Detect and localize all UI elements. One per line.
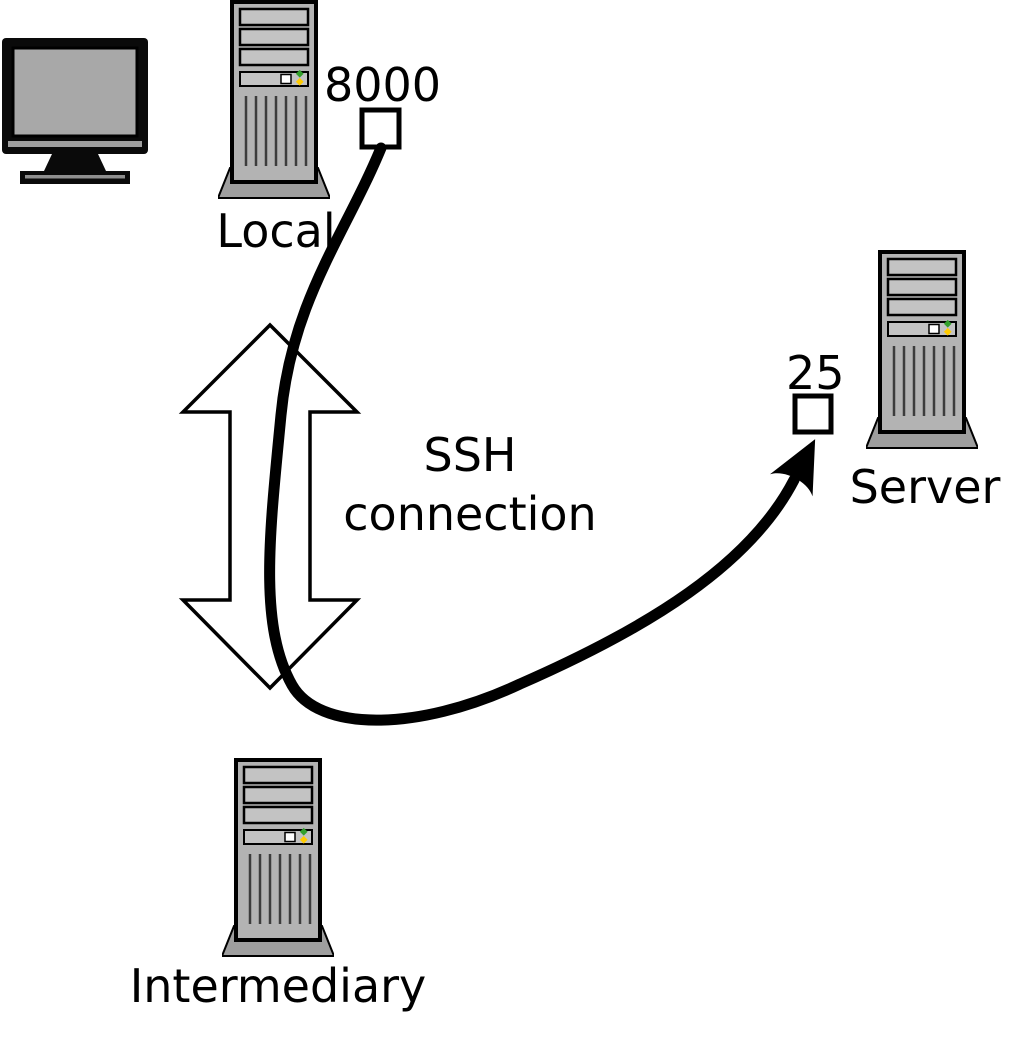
server-icon <box>866 250 978 450</box>
monitor-base-stripe <box>25 175 125 179</box>
port-25-label: 25 <box>786 346 845 400</box>
monitor-screen <box>11 46 139 138</box>
port-25-socket <box>792 393 834 435</box>
port-8000-socket <box>359 107 402 150</box>
local-computer-icon <box>218 0 330 200</box>
ssh-connection-label-line2: connection <box>343 487 596 541</box>
intermediary-computer-icon <box>222 758 334 958</box>
port-8000-label: 8000 <box>324 58 441 112</box>
monitor-bottom-strip <box>8 141 142 147</box>
crt-monitor-icon <box>2 38 148 184</box>
intermediary-label: Intermediary <box>130 959 427 1013</box>
server-label: Server <box>850 460 1001 514</box>
ssh-connection-label-line1: SSH <box>424 428 517 482</box>
monitor-stand <box>44 154 106 171</box>
local-label: Local <box>216 204 335 258</box>
tunnel-cable <box>264 142 816 726</box>
